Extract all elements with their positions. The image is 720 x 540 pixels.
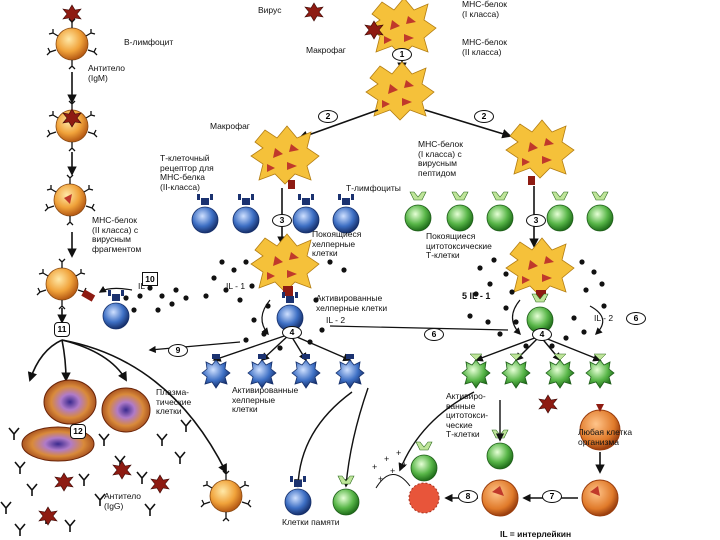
b-lymphocyte-label: В-лимфоцит xyxy=(124,37,174,47)
step-number: 8 xyxy=(458,490,478,503)
plasma-cell xyxy=(101,387,151,433)
mhc1-label: МНС-белок (I класса) xyxy=(462,0,507,19)
activated-cytotoxic-t-cell xyxy=(501,359,531,389)
step-number: 10 xyxy=(142,272,158,286)
activated-helper-t-cell xyxy=(291,359,321,389)
step-number: 9 xyxy=(168,344,188,357)
mhc1-peptide-label: МНС-белок (I класса) с вирусным пептидом xyxy=(418,139,463,178)
activated-helper-t-cell xyxy=(201,359,231,389)
macrophage-cell xyxy=(505,119,575,179)
step-number: 1 xyxy=(392,48,412,61)
resting-helper-label: Покоящиеся хелперные клетки xyxy=(312,229,362,258)
infected-cell-label: Любая клетка организма xyxy=(578,427,633,447)
activated-helper-top-label: Активированные хелперные клетки xyxy=(316,293,388,313)
cytotoxic-t-cell xyxy=(546,191,574,232)
cytotoxic-t-cell xyxy=(486,191,514,232)
step-number: 3 xyxy=(526,214,546,227)
mhc1-marker xyxy=(528,176,535,185)
activated-helper-t-cell xyxy=(247,359,277,389)
resting-cytotoxic-label: Покоящиеся цитотоксические Т-клетки xyxy=(426,231,492,260)
activated-cytotoxic-t-cell xyxy=(461,359,491,389)
infected-macrophage xyxy=(505,237,575,297)
virus-icon xyxy=(54,472,74,492)
infected-cell xyxy=(581,479,619,517)
plasma-cells-label: Плазма- тические клетки xyxy=(156,387,192,416)
svg-text:+: + xyxy=(384,454,389,464)
arrow xyxy=(298,109,379,140)
il1-label: 5 IL - 1 xyxy=(462,291,491,301)
step-number: 11 xyxy=(54,322,70,337)
step-number: 6 xyxy=(424,328,444,341)
il-legend: IL = интерлейкин xyxy=(500,529,572,539)
mhc2-virus-label: МНС-белок (II класса) с вирусным фрагмен… xyxy=(92,215,142,254)
il2-label: IL - 2 xyxy=(594,313,614,323)
svg-text:+: + xyxy=(390,466,395,476)
svg-text:+: + xyxy=(402,460,407,470)
t-lymphocytes-label: Т-лимфоциты xyxy=(346,183,401,193)
step-number: 2 xyxy=(318,110,338,123)
mhc2-label: МНС-белок (II класса) xyxy=(462,37,507,57)
step-number: 4 xyxy=(282,326,302,339)
macrophage-label: Макрофаг xyxy=(306,45,346,55)
activated-cytotoxic-label: Активиро- ванные цитотокси- ческие Т-кле… xyxy=(446,391,489,439)
antibody-igg-label: Антитело (IgG) xyxy=(104,491,142,511)
arrow xyxy=(424,109,512,139)
lysed-cell xyxy=(408,482,440,514)
activated-cytotoxic-t-cell xyxy=(585,359,615,389)
virus-label: Вирус xyxy=(258,5,282,15)
virus-icon xyxy=(304,2,324,22)
activated-helper-t-cell xyxy=(335,359,365,389)
memory-b-cell xyxy=(200,470,252,522)
memory-cells-label: Клетки памяти xyxy=(282,517,340,527)
activated-helper-bottom-label: Активированные хелперные клетки xyxy=(232,385,299,414)
perforin-plus-signs: +++ +++ xyxy=(372,448,407,484)
virus-icon xyxy=(112,460,132,480)
virus-icon xyxy=(150,474,170,494)
virus-icon xyxy=(62,4,82,24)
svg-text:+: + xyxy=(378,474,383,484)
helper-t-cell xyxy=(332,193,360,234)
svg-text:+: + xyxy=(396,448,401,458)
memory-helper-cell xyxy=(284,475,312,516)
helper-t-cell xyxy=(292,193,320,234)
il-label: IL xyxy=(138,281,146,291)
mhc2-marker xyxy=(288,180,295,189)
b-lymphocyte-cell xyxy=(46,18,98,70)
cytotoxic-t-cell xyxy=(446,191,474,232)
macrophage-cell xyxy=(250,233,320,293)
virus-icon xyxy=(38,506,58,526)
step-number: 4 xyxy=(532,328,552,341)
step-number: 2 xyxy=(474,110,494,123)
b-lymphocyte-cell xyxy=(36,258,88,310)
macrophage-left-label: Макрофаг xyxy=(210,121,250,131)
tcr-label: Т-клеточный рецептор для МНС-белка (II-к… xyxy=(160,153,214,192)
virus-icon xyxy=(538,394,558,414)
step-number: 3 xyxy=(272,214,292,227)
infected-cell xyxy=(481,479,519,517)
il1-label: IL - 1 xyxy=(226,281,246,291)
cytotoxic-t-cell xyxy=(586,191,614,232)
memory-cytotoxic-cell xyxy=(332,475,360,516)
step-number: 7 xyxy=(542,490,562,503)
helper-t-cell xyxy=(191,193,219,234)
macrophage-cell xyxy=(250,125,320,185)
antibody-igm-label: Антитело (IgM) xyxy=(88,63,126,83)
step-number: 6 xyxy=(626,312,646,325)
plasma-cell xyxy=(43,379,97,425)
cytotoxic-t-cell xyxy=(404,191,432,232)
helper-t-cell xyxy=(232,193,260,234)
cytotoxic-t-cell xyxy=(410,441,438,482)
il2-label: IL - 2 xyxy=(326,315,346,325)
step-number: 12 xyxy=(70,424,86,439)
svg-text:+: + xyxy=(372,462,377,472)
activated-cytotoxic-t-cell xyxy=(545,359,575,389)
